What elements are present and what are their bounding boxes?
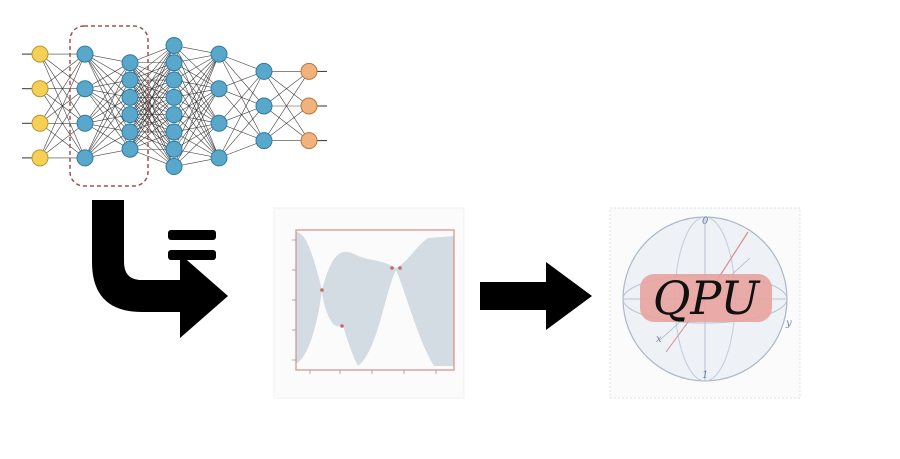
network-edge — [84, 62, 131, 124]
network-edge — [84, 131, 131, 159]
hidden-node — [255, 62, 273, 80]
bloch-axis-y-label: y — [785, 318, 792, 329]
network-edge — [173, 53, 220, 133]
network-edge — [263, 71, 310, 107]
input-node — [31, 114, 49, 132]
equals-sign-icon — [168, 230, 216, 260]
output-node — [300, 132, 318, 150]
hidden-node — [255, 97, 273, 115]
network-edge — [173, 88, 220, 167]
hidden-node — [76, 80, 94, 98]
bent-arrow-icon — [92, 200, 228, 338]
qpu-label: QPU — [653, 271, 762, 325]
network-edge — [173, 123, 220, 150]
network-edge — [173, 88, 220, 150]
network-edge — [129, 114, 175, 150]
network-edge — [129, 45, 175, 115]
uncertainty-band — [296, 232, 454, 366]
network-edge — [39, 88, 86, 159]
hidden-node — [76, 114, 94, 132]
output-node — [300, 97, 318, 115]
bloch-axis-top-label: 0 — [702, 216, 709, 227]
network-edge — [263, 105, 310, 141]
network-edge — [39, 53, 86, 159]
network-io-stubs — [22, 53, 327, 159]
hidden-node — [210, 80, 228, 98]
network-edge — [39, 53, 86, 89]
highlighted-layers-box — [69, 25, 149, 187]
network-edge — [173, 53, 220, 98]
hidden-node — [255, 132, 273, 150]
network-edge — [173, 53, 220, 81]
network-edge — [173, 123, 220, 167]
network-edge — [129, 45, 175, 98]
hidden-node — [121, 140, 139, 158]
input-node — [31, 45, 49, 63]
network-edge — [84, 114, 131, 159]
network-edge — [129, 79, 175, 150]
network-edge — [129, 97, 175, 150]
network-edge — [84, 79, 131, 159]
bloch-axis-bottom-label: 1 — [702, 370, 708, 381]
hidden-node — [121, 71, 139, 89]
hidden-node — [76, 149, 94, 167]
bloch-axis-x-label: x — [656, 334, 662, 345]
hidden-node — [121, 106, 139, 124]
hidden-node — [121, 123, 139, 141]
input-node — [31, 149, 49, 167]
hidden-node — [165, 106, 183, 124]
network-edge — [263, 71, 310, 141]
hidden-node — [121, 88, 139, 106]
hidden-node — [165, 71, 183, 89]
hidden-node — [165, 123, 183, 141]
plot-tick-marks — [292, 239, 437, 374]
network-edge — [218, 71, 265, 159]
network-edge — [84, 53, 131, 81]
hidden-node — [165, 36, 183, 54]
network-edge — [84, 97, 131, 159]
plot-sample-points — [320, 266, 402, 328]
bloch-sphere-icon: 0 1 x y QPU — [609, 207, 801, 399]
network-edge — [218, 71, 265, 124]
hidden-node — [210, 149, 228, 167]
hidden-node — [165, 54, 183, 72]
hidden-node — [210, 45, 228, 63]
hidden-node — [76, 45, 94, 63]
network-edge — [84, 79, 131, 124]
hidden-node — [165, 158, 183, 176]
network-edge — [84, 62, 131, 89]
network-edge — [39, 53, 86, 124]
network-edge — [39, 123, 86, 159]
right-arrow-icon — [480, 262, 592, 330]
network-edge — [218, 105, 265, 159]
qpu-label-box — [640, 274, 772, 322]
hidden-node — [210, 114, 228, 132]
output-node — [300, 62, 318, 80]
hidden-node — [165, 88, 183, 106]
hidden-node — [165, 140, 183, 158]
hidden-node — [121, 54, 139, 72]
input-node — [31, 80, 49, 98]
network-nodes — [31, 36, 318, 176]
network-edge — [173, 53, 220, 115]
uncertainty-plot — [273, 207, 465, 399]
neural-network — [22, 25, 327, 187]
network-edge — [129, 45, 175, 81]
